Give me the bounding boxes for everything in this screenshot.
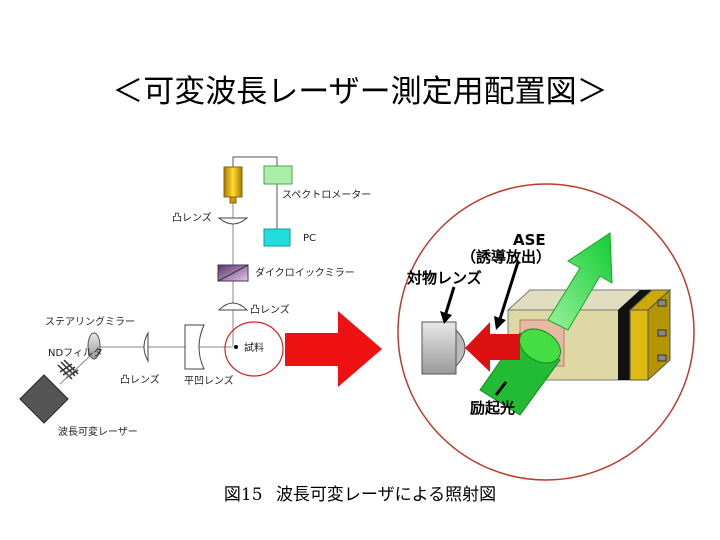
convex-lens-top: [217, 217, 249, 225]
sample-holder: [506, 288, 672, 382]
label-dichroic-mirror: ダイクロイックミラー: [255, 266, 355, 279]
pc-box: [263, 228, 291, 247]
slide-title: ＜可変波長レーザー測定用配置図＞: [112, 74, 608, 110]
sample-circle: [224, 321, 284, 377]
detector: [223, 166, 243, 204]
emission-arrow: [547, 232, 613, 331]
convex-lens-low: [143, 331, 149, 363]
steering-mirror: [87, 332, 101, 360]
figure-caption-text: 波長可変レーザによる照射図: [275, 485, 497, 505]
label-ase-sub: （誘導放出）: [461, 248, 551, 266]
label-convex-lens-top: 凸レンズ: [172, 211, 212, 224]
signal-wire: [232, 156, 278, 167]
sample-point: [234, 345, 238, 349]
label-spectrometer: スペクトロメーター: [282, 189, 371, 201]
label-pc: PC: [303, 233, 316, 244]
objective-lens: [421, 321, 466, 375]
zoom-arrow: [285, 311, 382, 387]
pointer-excitation: [494, 381, 508, 396]
tunable-laser: [19, 374, 69, 424]
figure-number: 図15: [223, 485, 263, 505]
plano-concave-lens: [184, 324, 205, 370]
label-convex-lens-low: 凸レンズ: [120, 373, 160, 386]
convex-lens-mid: [217, 302, 249, 311]
label-convex-lens-mid: 凸レンズ: [250, 303, 290, 316]
label-plano-concave-lens: 平凹レンズ: [184, 374, 234, 387]
label-excitation-light: 励起光: [470, 399, 515, 417]
figure-caption: 図15 波長可変レーザによる照射図: [0, 480, 720, 505]
label-steering-mirror: ステアリングミラー: [45, 315, 135, 328]
label-nd-filter: NDフィルタ: [48, 347, 103, 359]
label-tunable-laser: 波長可変レーザー: [58, 425, 138, 438]
pointer-objective: [440, 286, 456, 324]
pointer-ase: [494, 261, 520, 330]
label-ase: ASE: [513, 231, 546, 249]
spectrometer-box: [263, 165, 293, 185]
label-sample: 試料: [244, 341, 264, 354]
label-objective-lens: 対物レンズ: [406, 269, 482, 287]
ase-arrow: [465, 322, 520, 372]
